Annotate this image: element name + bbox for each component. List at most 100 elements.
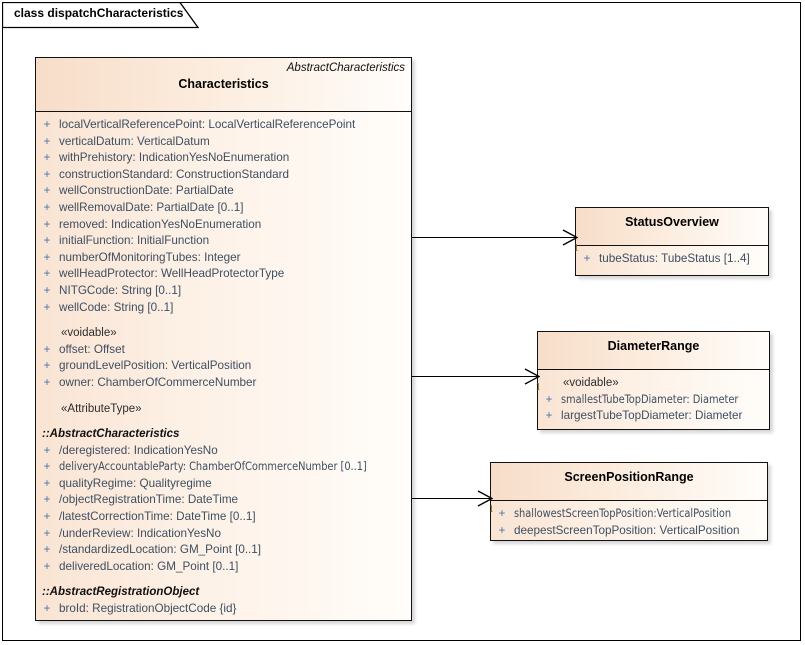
inherited-section-header: ::AbstractCharacteristics xyxy=(42,428,180,441)
attribute-visibility: + xyxy=(498,524,506,537)
attribute-signature: shallowestScreenTopPosition:VerticalPosi… xyxy=(513,507,732,520)
attribute-signature: /objectRegistrationTime: DateTime xyxy=(59,493,239,507)
attribute-row: +shallowestScreenTopPosition:VerticalPos… xyxy=(491,506,767,523)
open-arrowhead-icon xyxy=(524,368,540,385)
attribute-row: +removed: IndicationYesNoEnumeration xyxy=(36,217,411,234)
attribute-visibility: + xyxy=(43,376,51,389)
stereotype-header: «voidable» xyxy=(61,327,117,340)
attribute-signature: wellHeadProtector: WellHeadProtectorType xyxy=(59,267,285,281)
attribute-signature: NITGCode: String [0..1] xyxy=(59,283,182,297)
class-characteristics-body: +localVerticalReferencePoint: LocalVerti… xyxy=(36,112,411,623)
attribute-signature: broId: RegistrationObjectCode {id} xyxy=(59,602,237,616)
attribute-visibility: + xyxy=(43,444,51,457)
class-status-overview-body: + tubeStatus: TubeStatus [1..4] xyxy=(576,246,768,273)
attribute-visibility: + xyxy=(43,494,51,507)
attribute-visibility: + xyxy=(43,152,51,165)
attribute-row: +groundLevelPosition: VerticalPosition xyxy=(36,358,411,375)
class-diameter-range-name: DiameterRange xyxy=(607,339,700,353)
attribute-signature: tubeStatus: TubeStatus [1..4] xyxy=(599,252,750,265)
connector-line xyxy=(412,498,490,499)
attribute-visibility: + xyxy=(43,201,51,214)
attribute-signature: offset: Offset xyxy=(59,342,125,356)
attribute-visibility: + xyxy=(43,251,51,264)
attribute-visibility: + xyxy=(43,603,51,616)
connector-line xyxy=(412,376,537,377)
section-spacer xyxy=(36,392,411,401)
class-diameter-range[interactable]: DiameterRange «voidable»+smallestTubeTop… xyxy=(537,331,770,430)
section-spacer xyxy=(36,575,411,584)
attribute-signature: smallestTubeTopDiameter: Diameter xyxy=(560,392,739,406)
attribute-row: +deliveryAccountableParty: ChamberOfComm… xyxy=(36,459,411,476)
attribute-visibility: + xyxy=(43,477,51,490)
class-screen-position-range-header: ScreenPositionRange xyxy=(491,463,767,501)
class-characteristics[interactable]: AbstractCharacteristics Characteristics … xyxy=(35,57,412,621)
class-screen-position-range[interactable]: ScreenPositionRange + shallowestScreenTop… xyxy=(490,462,768,541)
attribute-row: + withPrehistory: IndicationYesNoEnumerat… xyxy=(36,150,411,167)
connector-multiplicity: 1 xyxy=(488,503,495,515)
connector-multiplicity: 1 xyxy=(535,381,542,393)
attribute-visibility: + xyxy=(43,185,51,198)
attribute-signature: wellCode: String [0..1] xyxy=(59,300,174,314)
attribute-visibility: + xyxy=(43,343,51,356)
attribute-signature: largestTubeTopDiameter: Diameter xyxy=(561,409,743,423)
attribute-signature: /latestCorrectionTime: DateTime [0..1] xyxy=(59,510,256,524)
attribute-signature: removed: IndicationYesNoEnumeration xyxy=(59,217,262,231)
attribute-signature: qualityRegime: Qualityregime xyxy=(59,476,212,490)
class-screen-position-range-body: + shallowestScreenTopPosition:VerticalPos… xyxy=(491,501,767,544)
attribute-signature: constructionStandard: ConstructionStanda… xyxy=(59,167,289,181)
class-status-overview-name: StatusOverview xyxy=(625,215,719,229)
attribute-row: + broId: RegistrationObjectCode {id} xyxy=(36,601,411,618)
connector-line xyxy=(412,237,575,238)
attribute-row: + deepestScreenTopPosition: VerticalPosit… xyxy=(491,523,767,540)
class-diameter-range-header: DiameterRange xyxy=(538,332,769,370)
class-diameter-range-body: «voidable»+smallestTubeTopDiameter: Diam… xyxy=(538,370,769,430)
open-arrowhead-icon xyxy=(477,490,493,507)
attribute-row: +numberOfMonitoringTubes: Integer xyxy=(36,250,411,267)
attribute-row: + verticalDatum: VerticalDatum xyxy=(36,134,411,151)
attribute-row: + wellHeadProtector: WellHeadProtectorTyp… xyxy=(36,266,411,283)
attribute-row: + offset: Offset xyxy=(36,342,411,359)
stereotype-header: «AttributeType» xyxy=(61,402,142,415)
attribute-row: + smallestTubeTopDiameter: Diameter xyxy=(538,392,769,409)
attribute-visibility: + xyxy=(43,301,51,314)
attribute-row: +deliveredLocation: GM_Point [0..1] xyxy=(36,559,411,576)
section-spacer xyxy=(36,417,411,426)
attribute-visibility: + xyxy=(43,119,51,131)
attribute-visibility: + xyxy=(43,135,51,148)
attribute-signature: initialFunction: InitialFunction xyxy=(59,234,210,248)
attribute-signature: wellConstructionDate: PartialDate xyxy=(59,184,234,198)
attribute-signature: /standardizedLocation: GM_Point [0..1] xyxy=(59,543,262,557)
attribute-row: + /underReview: IndicationYesNo xyxy=(36,526,411,543)
attribute-signature: verticalDatum: VerticalDatum xyxy=(59,134,210,148)
attribute-row: +NITGCode: String [0..1] xyxy=(36,283,411,300)
diagram-title: class dispatchCharacteristics xyxy=(14,6,184,20)
attribute-signature: deliveredLocation: GM_Point [0..1] xyxy=(59,559,239,573)
connector-multiplicity: 1 xyxy=(573,242,580,254)
class-screen-position-range-name: ScreenPositionRange xyxy=(564,470,694,484)
attribute-row: + wellCode: String [0..1] xyxy=(36,300,411,317)
attribute-visibility: + xyxy=(43,544,51,557)
attribute-signature: /deregistered: IndicationYesNo xyxy=(59,443,218,457)
attribute-signature: groundLevelPosition: VerticalPosition xyxy=(59,359,252,373)
tab-outline-icon xyxy=(2,2,200,29)
attribute-row: + constructionStandard: ConstructionStand… xyxy=(36,167,411,184)
class-status-overview[interactable]: StatusOverview + tubeStatus: TubeStatus [… xyxy=(575,207,769,276)
attribute-signature: /underReview: IndicationYesNo xyxy=(59,526,221,540)
attribute-visibility: + xyxy=(43,168,51,181)
attribute-row: + wellRemovalDate: PartialDate [0..1] xyxy=(36,200,411,217)
attribute-visibility: + xyxy=(43,511,51,524)
attribute-signature: deepestScreenTopPosition: VerticalPositi… xyxy=(514,523,740,537)
inherited-section-header: ::AbstractRegistrationObject xyxy=(42,586,200,599)
attribute-row: + /objectRegistrationTime: DateTime xyxy=(36,492,411,509)
class-characteristics-parent: AbstractCharacteristics xyxy=(286,62,405,74)
attribute-row: + qualityRegime: Qualityregime xyxy=(36,476,411,493)
attribute-signature: wellRemovalDate: PartialDate [0..1] xyxy=(59,200,244,214)
class-characteristics-name: Characteristics xyxy=(178,77,269,91)
attribute-signature: owner: ChamberOfCommerceNumber xyxy=(59,375,257,389)
attribute-visibility: + xyxy=(583,253,591,265)
attribute-row: + /standardizedLocation: GM_Point [0..1] xyxy=(36,542,411,559)
attribute-visibility: + xyxy=(43,268,51,281)
attribute-visibility: + xyxy=(43,527,51,540)
attribute-visibility: + xyxy=(545,393,553,406)
attribute-signature: withPrehistory: IndicationYesNoEnumerati… xyxy=(59,151,290,165)
